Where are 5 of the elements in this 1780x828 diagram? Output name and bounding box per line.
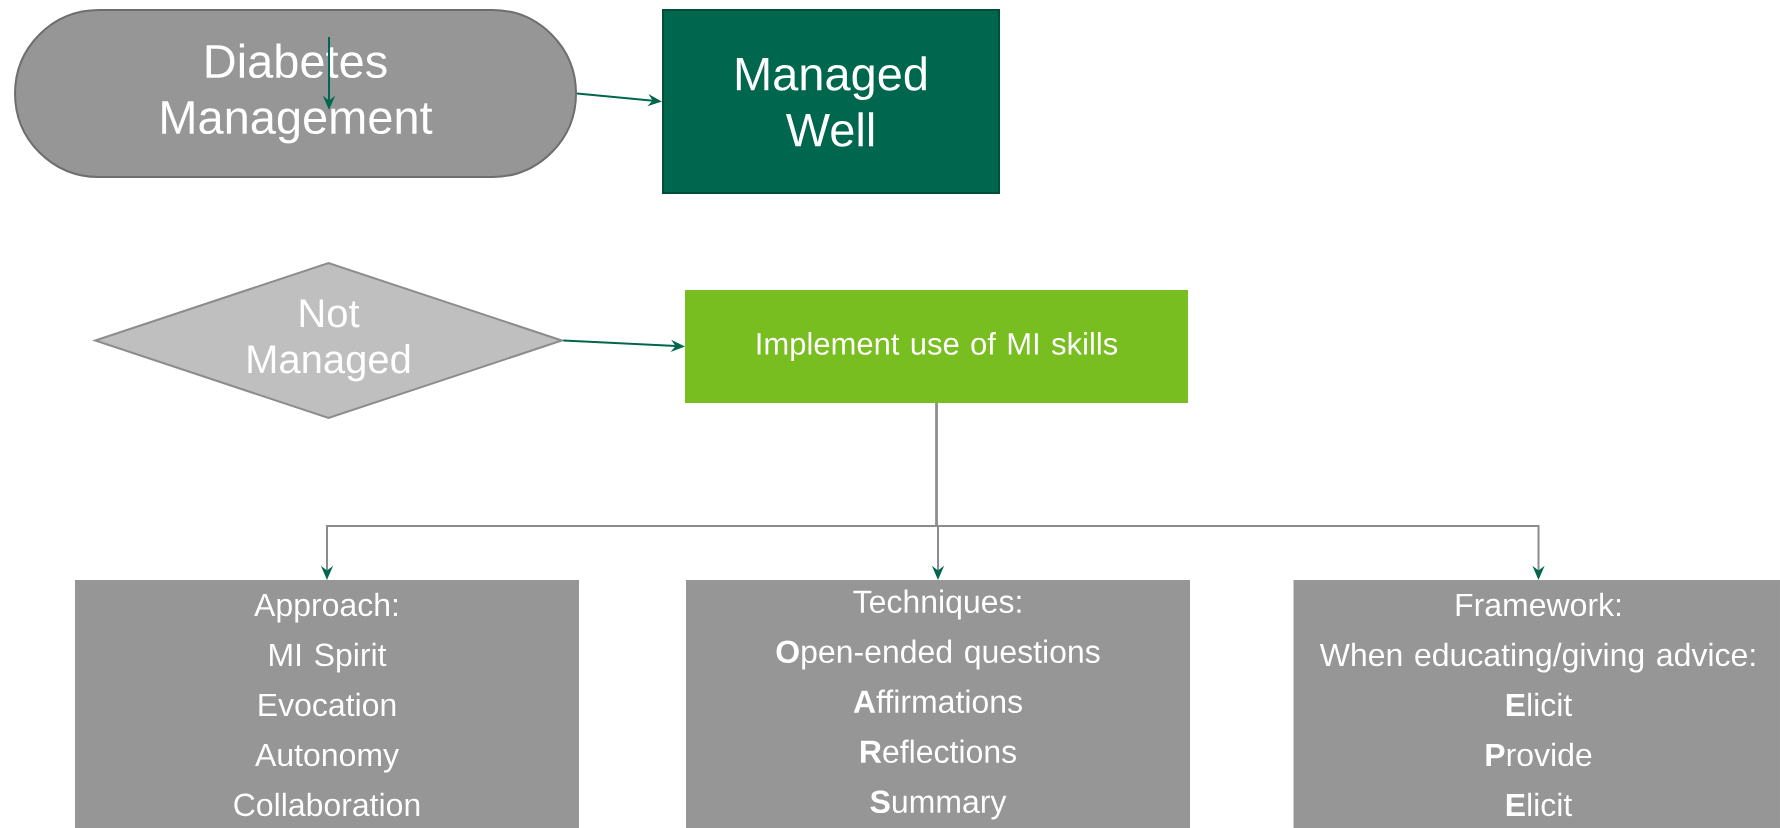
info-box: Techniques: Open-ended questions Affirmations Reflections Summary <box>686 580 1190 828</box>
info-box: Framework: When educating/giving advice: Elicit Provide Elicit <box>1293 580 1780 828</box>
info-box: Approach: MI Spirit Evocation Autonomy Collaboration <box>75 580 579 828</box>
status-box: Managed Well <box>662 9 1000 194</box>
process-box: Implement use of MI skills <box>685 290 1188 403</box>
